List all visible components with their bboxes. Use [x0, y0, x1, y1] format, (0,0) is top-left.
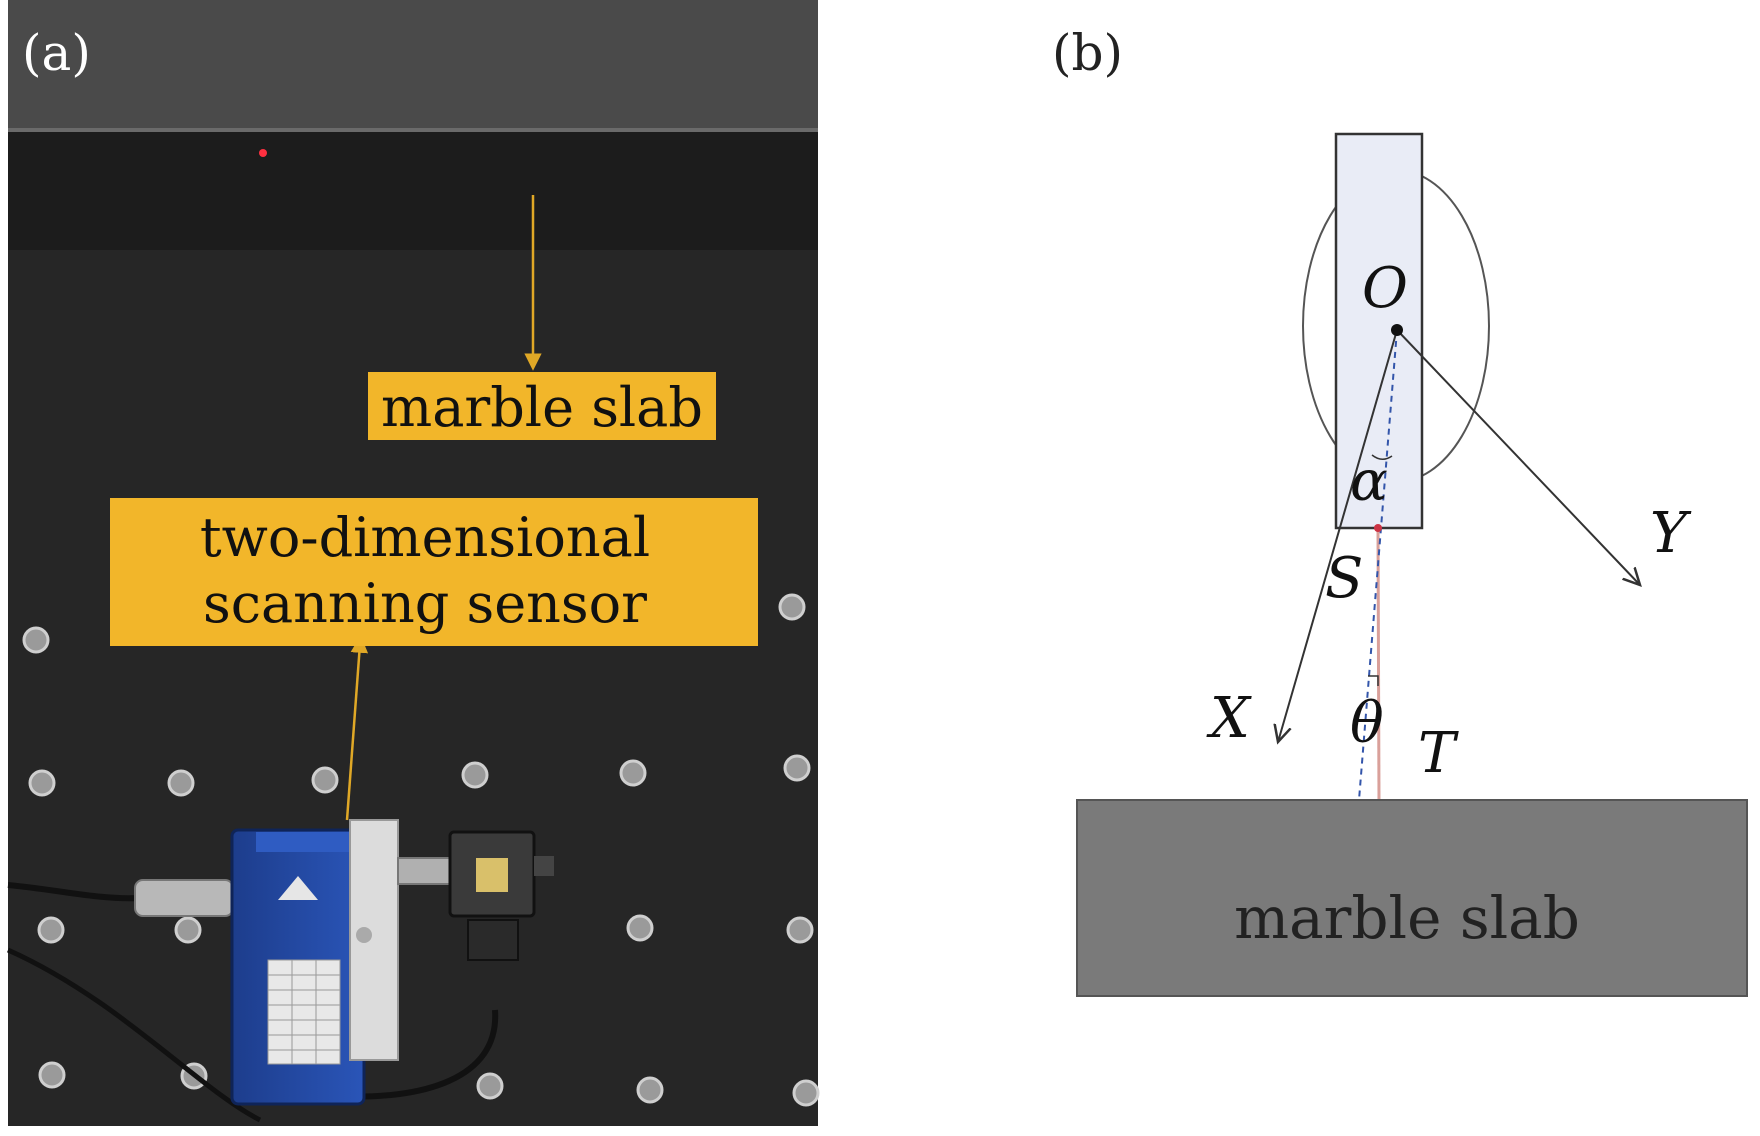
normal-dashed-line [1358, 329, 1398, 801]
mounting-plate [349, 819, 399, 1061]
alpha-arc [1371, 454, 1393, 460]
theta-label: θ [1350, 691, 1384, 756]
mounting-screw [356, 927, 372, 943]
marble-slab-edge-highlight [8, 128, 818, 132]
sensor-callout-box [110, 498, 758, 646]
emission-point [1374, 524, 1382, 532]
y-axis-arrow [1396, 329, 1640, 585]
sensor-callout-line1: two-dimensional [200, 506, 650, 569]
alpha-label: α [1350, 449, 1388, 514]
table-holes [22, 593, 820, 1107]
marble-slab-top-face [8, 0, 818, 130]
y-axis-label: Y [1650, 501, 1692, 566]
cable-left [7, 882, 141, 902]
theta-arc [1368, 675, 1379, 686]
sensor-connector [134, 879, 234, 917]
sensor-arrow [345, 635, 369, 821]
origin-point [1391, 324, 1403, 336]
sensor-callout-line2: scanning sensor [203, 572, 647, 635]
marble-callout-text: marble slab [381, 376, 703, 439]
origin-label: O [1362, 256, 1408, 321]
laser-dot [259, 149, 267, 157]
t-label: T [1418, 721, 1459, 786]
cable-right [339, 1009, 499, 1100]
x-axis-label: X [1206, 686, 1252, 751]
s-label: S [1325, 546, 1363, 611]
scanning-sensor [230, 828, 376, 1106]
laser-beam [1376, 527, 1381, 804]
panel-a-label: (a) [22, 24, 91, 82]
marble-slab-label: marble slab [1234, 884, 1580, 952]
stepper-motor [448, 830, 554, 961]
marble-callout-box [368, 372, 716, 440]
panel-a: marble slab two-dimensional scanning sen… [6, 0, 820, 1126]
panel-b: (b) O α S Y X θ T marble slab [1052, 24, 1748, 997]
cable-lower [6, 947, 262, 1123]
marble-slab-block [1076, 799, 1748, 997]
coupling-shaft [397, 857, 451, 885]
x-axis-arrow [1278, 329, 1398, 742]
panel-b-label: (b) [1052, 24, 1123, 82]
marble-slab-front-face [8, 130, 818, 250]
